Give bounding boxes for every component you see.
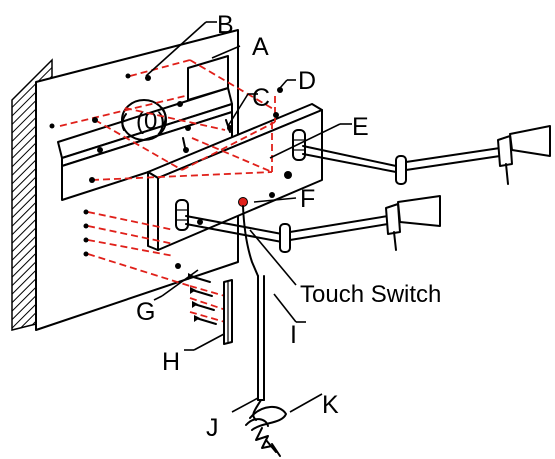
screw [185,125,191,131]
label-h: H [162,348,180,376]
upper-lamp-arm [292,125,551,185]
label-c: C [252,84,270,112]
screw [273,112,279,118]
screw [277,87,283,93]
cord-cover [223,279,233,345]
power-cord [245,275,287,457]
wall-anchors [188,273,217,325]
label-d: D [298,67,316,95]
label-b: B [217,11,234,39]
screw [97,147,103,153]
mounting-bracket: (0) [57,55,233,201]
label-g: G [136,298,155,326]
label-j: J [206,414,219,442]
part-labels: B A C D E F Touch Switch G I H K J [136,11,441,442]
touch-switch [238,197,259,277]
screw [89,177,95,183]
cover-plate [147,103,323,251]
screw [83,209,89,215]
screw [175,263,181,269]
screw [83,251,89,257]
screw [284,171,292,179]
leader-lines [145,21,352,413]
screw [83,223,89,229]
svg-text:(0): (0) [136,108,165,135]
label-k: K [322,391,339,419]
label-i: I [290,321,297,349]
screw [125,73,131,79]
label-a: A [252,33,269,61]
screw [145,75,151,81]
screw [83,237,89,243]
label-touch-switch: Touch Switch [300,281,441,308]
screw [49,123,55,129]
label-f: F [300,185,315,213]
lower-lamp-arm [175,195,441,253]
screw [92,117,98,123]
screw [269,192,275,198]
screw [177,101,183,107]
label-e: E [352,113,369,141]
